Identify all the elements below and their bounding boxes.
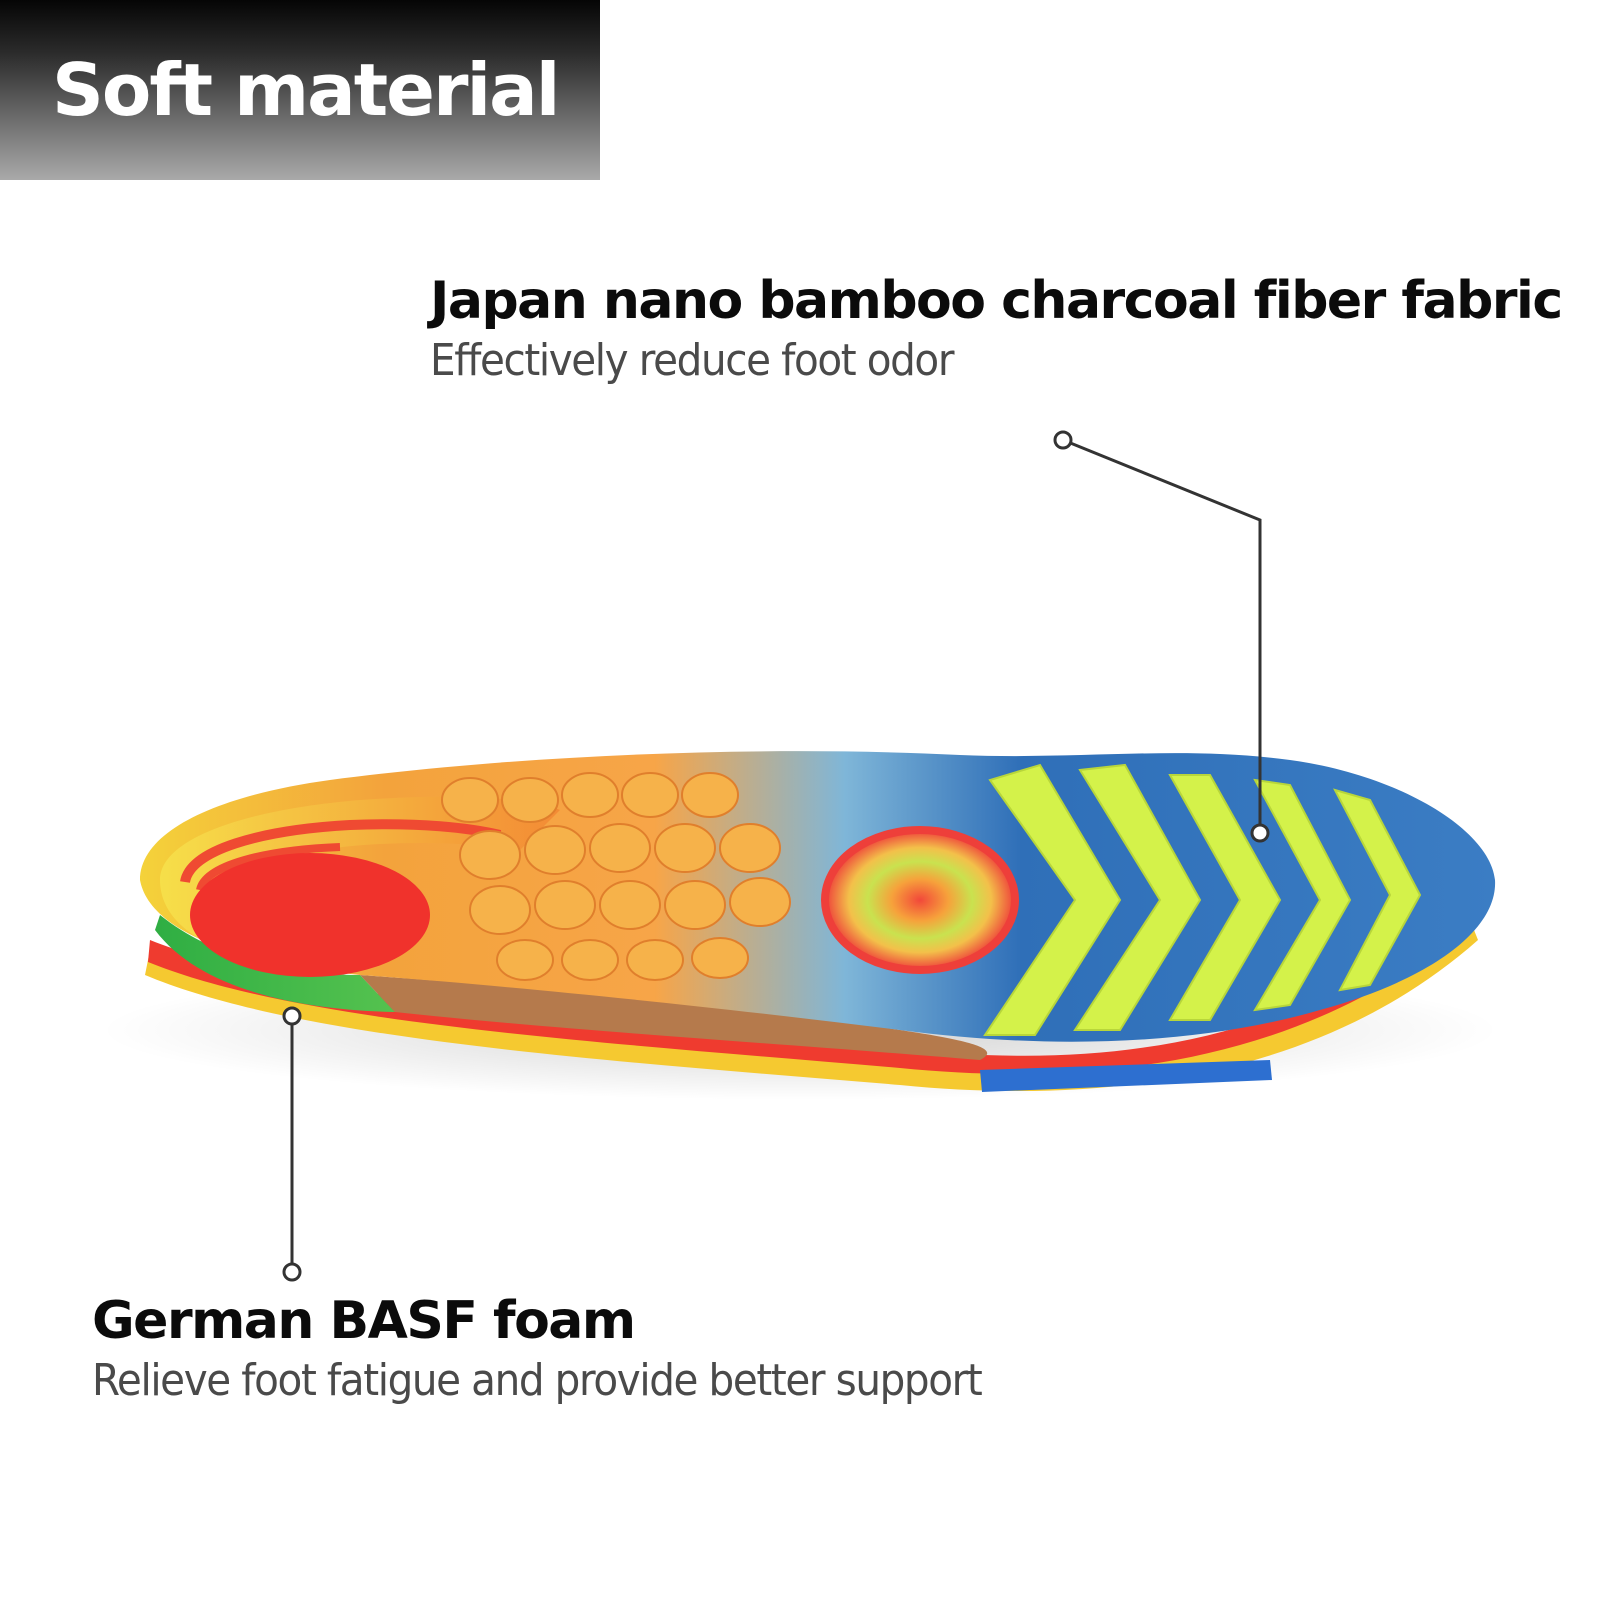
callout-foam: German BASF foam Relieve foot fatigue an… — [92, 1290, 1059, 1410]
basf-foam-heel — [155, 915, 395, 1012]
callout-fabric: Japan nano bamboo charcoal fiber fabric … — [430, 270, 1563, 390]
insole-side-wall — [360, 975, 988, 1060]
foam-layer-blue — [980, 1060, 1272, 1092]
banner-title: Soft material — [52, 48, 560, 132]
heel-pad — [190, 853, 430, 977]
toe-chevrons — [983, 763, 1422, 1036]
leader-dot-fabric-end — [1250, 823, 1270, 843]
forefoot-target-ring — [821, 826, 1019, 974]
leader-dot-foam-start — [282, 1006, 302, 1026]
forefoot-target — [825, 830, 1015, 970]
callout-fabric-heading: Japan nano bamboo charcoal fiber fabric — [430, 271, 1563, 331]
callout-fabric-subtext: Effectively reduce foot odor — [430, 335, 954, 387]
callout-foam-heading: German BASF foam — [92, 1291, 636, 1351]
massage-bumps — [441, 772, 791, 981]
heel-ring-inner — [196, 843, 341, 892]
callout-foam-subtext: Relieve foot fatigue and provide better … — [92, 1355, 983, 1407]
leader-dot-foam-end — [282, 1262, 302, 1282]
heel-ring-mid — [180, 819, 502, 884]
title-banner: Soft material — [0, 0, 600, 180]
leader-dot-fabric-start — [1053, 430, 1073, 450]
leader-line-fabric — [1062, 438, 1262, 833]
